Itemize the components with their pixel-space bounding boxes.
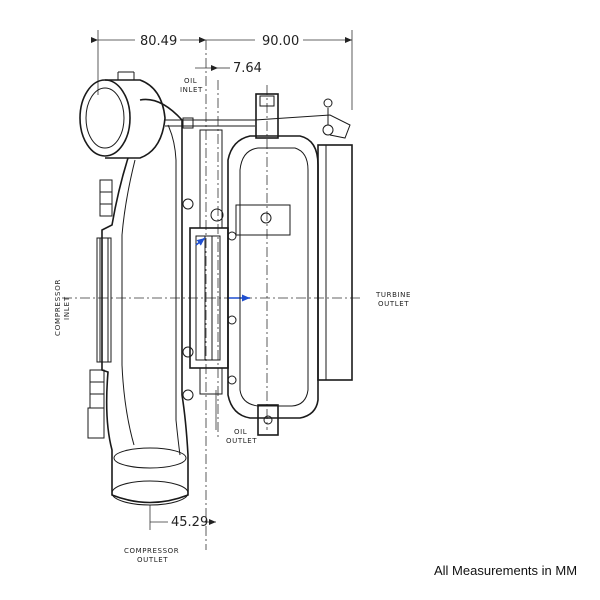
label-compressor-outlet-1: COMPRESSOR [124, 547, 179, 555]
label-turbine-outlet-1: TURBINE [375, 291, 411, 299]
label-compressor-outlet-2: OUTLET [137, 556, 168, 564]
label-compressor-inlet-2: INLET [63, 296, 71, 320]
label-oil-inlet-2: INLET [180, 86, 203, 94]
turbine-housing [227, 93, 353, 436]
label-oil-outlet-2: OUTLET [226, 437, 257, 445]
top-dimensions [91, 30, 353, 110]
dim-compressor-outlet-offset: 45.29 [171, 515, 208, 530]
label-turbine-outlet-2: OUTLET [378, 300, 409, 308]
label-compressor-inlet-1: COMPRESSOR [54, 279, 62, 336]
center-housing [189, 129, 250, 395]
compressor-housing [79, 71, 255, 506]
label-oil-inlet-1: OIL [184, 77, 197, 85]
label-oil-outlet-1: OIL [234, 428, 247, 436]
bottom-dimension [149, 505, 216, 530]
measurement-note: All Measurements in MM [434, 563, 578, 578]
dim-oil-inlet-offset: 7.64 [233, 61, 262, 76]
dim-left-width: 80.49 [140, 34, 177, 49]
dim-right-width: 90.00 [262, 34, 299, 49]
centerlines [62, 40, 360, 550]
